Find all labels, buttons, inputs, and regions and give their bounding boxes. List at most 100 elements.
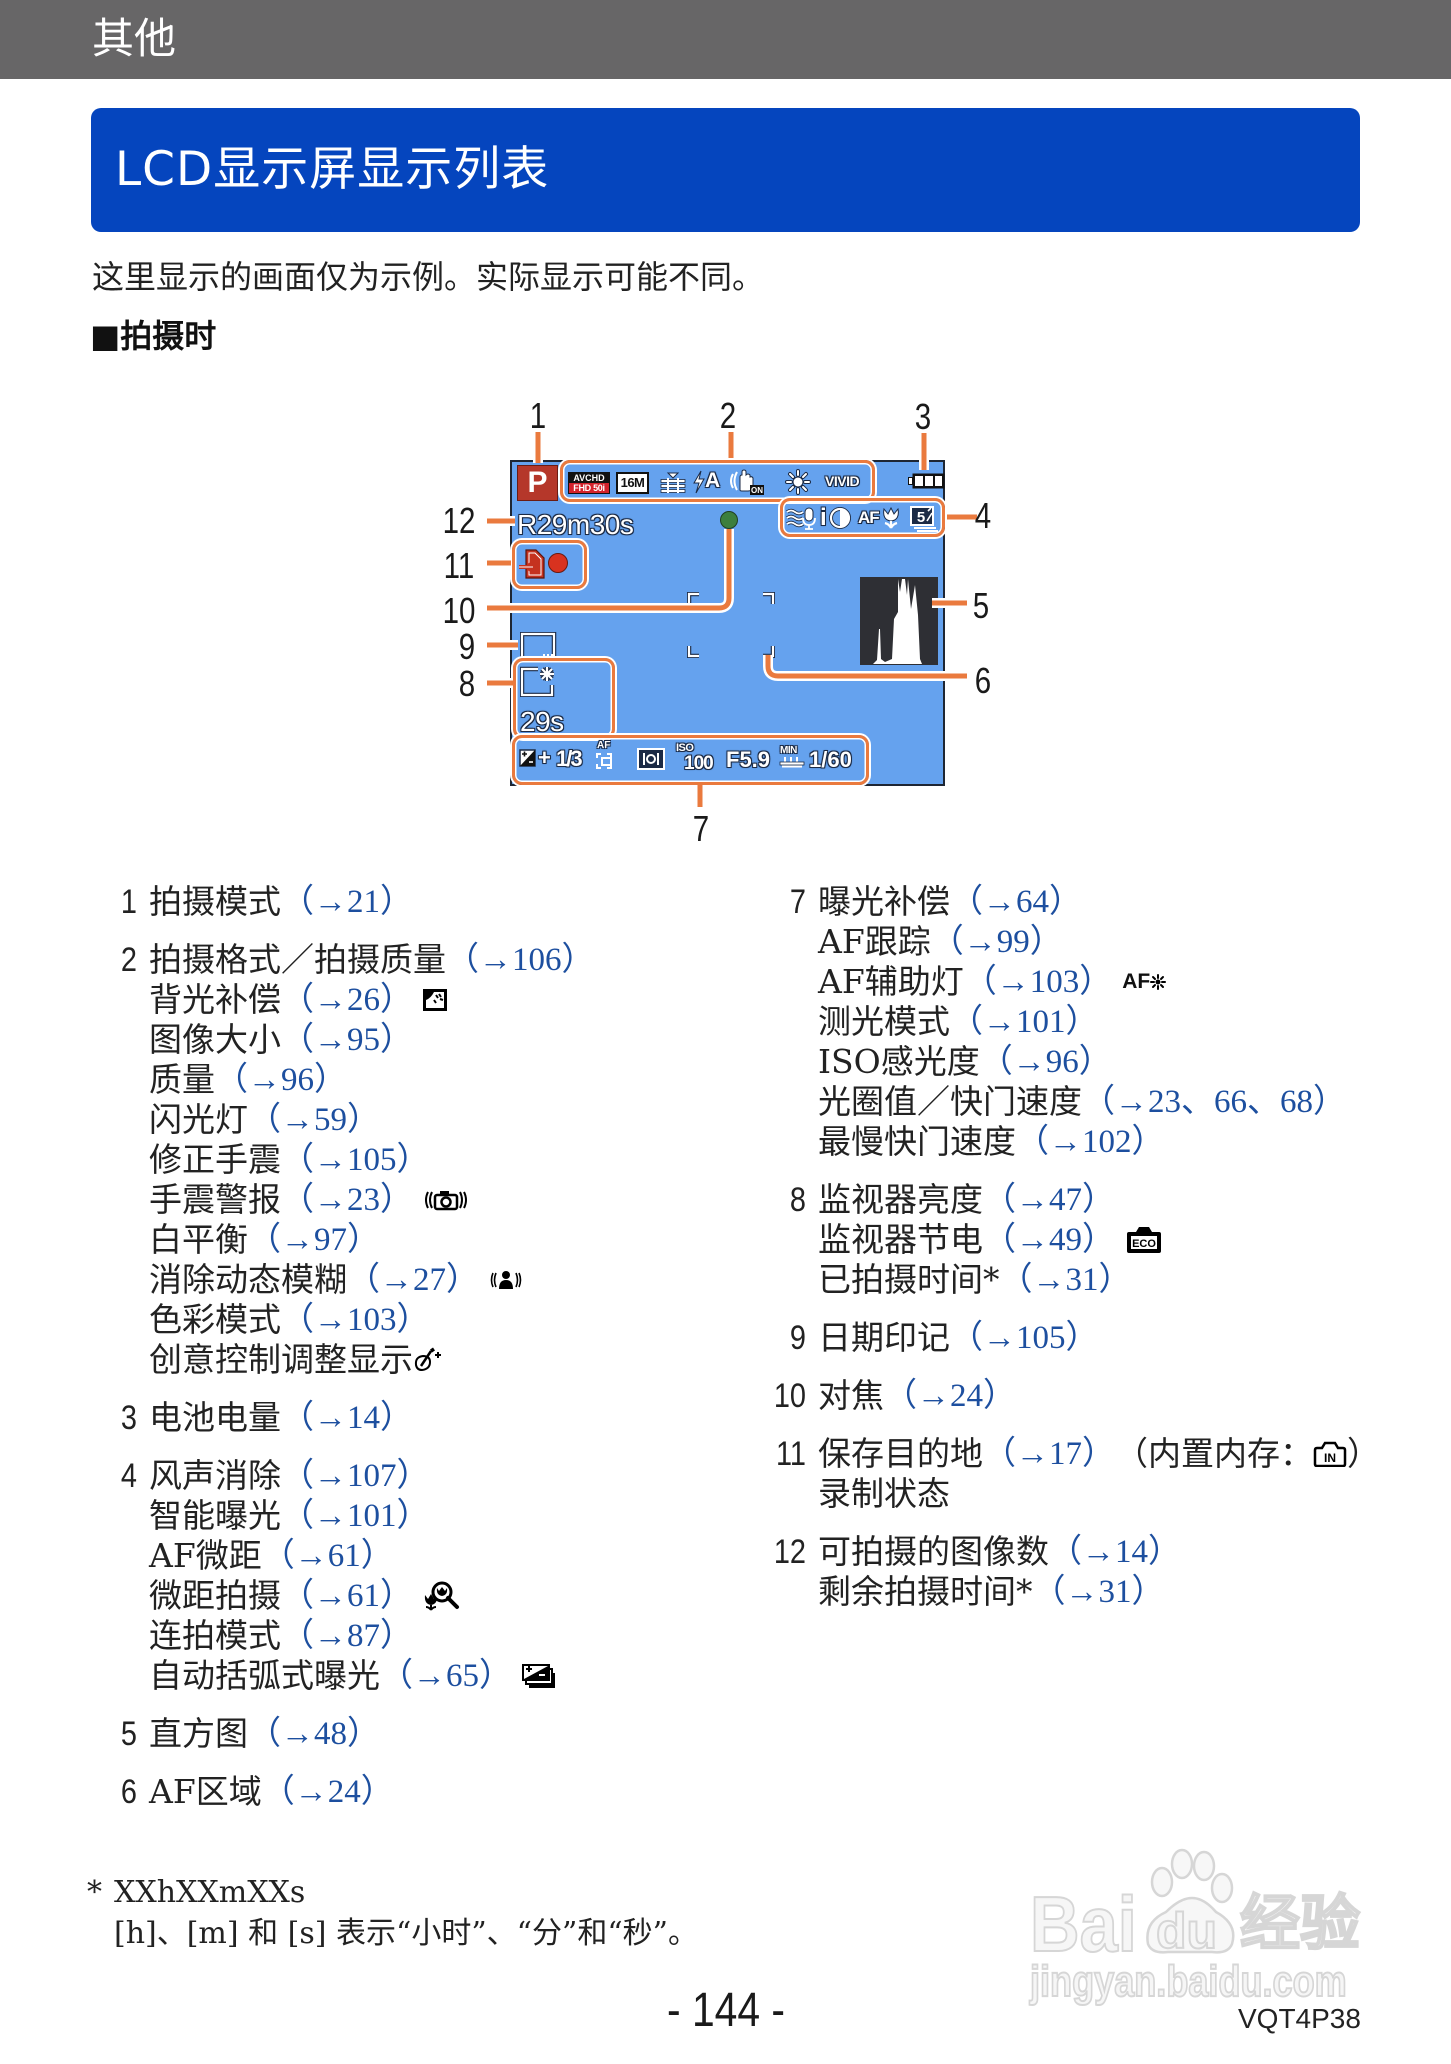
page-reference-link[interactable]: （→103）: [963, 964, 1113, 1000]
iso-label: ISO: [676, 742, 694, 754]
wind-cut-icon: [786, 507, 816, 530]
legend-line: 手震警报 （→23）: [100, 1180, 595, 1220]
page-reference-link[interactable]: （→23）: [281, 1182, 413, 1218]
starburst-icon: [1150, 974, 1167, 990]
motion-deblur-icon: [489, 1269, 523, 1291]
page-reference-link[interactable]: （→14）: [1049, 1534, 1181, 1570]
legend-group-12: 12 可拍摄的图像数 （→14） 剩余拍摄时间* （→31）: [765, 1532, 1380, 1612]
legend-label: 风声消除: [149, 1456, 281, 1495]
legend-label: 监视器亮度: [818, 1180, 983, 1219]
page-reference-link[interactable]: （→102）: [1016, 1124, 1165, 1160]
legend-label: 光圈值／快门速度: [818, 1082, 1082, 1121]
page-reference-link[interactable]: （→65）: [380, 1658, 512, 1694]
eco-icon: ECO: [1125, 1226, 1163, 1254]
exposure-value: 1/3: [556, 746, 583, 771]
page-reference-link[interactable]: （→24）: [884, 1378, 1016, 1414]
legend-number: 11: [775, 1435, 806, 1473]
quality-icon: [660, 472, 686, 493]
legend-line: 连拍模式 （→87）: [100, 1616, 595, 1656]
legend-line: 质量 （→96）: [100, 1060, 595, 1100]
legend-note: （内置内存：: [1115, 1434, 1313, 1473]
watermark-brand-left: Bai: [1029, 1880, 1138, 1968]
legend-line: 1 拍摄模式 （→21）: [100, 882, 595, 922]
legend-group-3: 3 电池电量 （→14）: [100, 1398, 595, 1438]
legend-group-2: 2 拍摄格式／拍摄质量 （→106） 背光补偿 （→26） 图像大小 （→95）…: [100, 940, 595, 1380]
legend-group-6: 6 AF区域 （→24）: [100, 1772, 595, 1812]
histogram-graph: [873, 579, 922, 664]
legend-number: 2: [120, 941, 137, 979]
legend-left-column: 1 拍摄模式 （→21） 2 拍摄格式／拍摄质量 （→106） 背光补偿 （→2…: [100, 882, 595, 1812]
legend-label: ISO感光度: [818, 1042, 980, 1081]
page-reference-link[interactable]: （→24）: [261, 1774, 394, 1810]
page-reference-link[interactable]: （→23、66、68）: [1082, 1084, 1346, 1120]
rec-format-bottom: FHD 50i: [569, 483, 609, 493]
callout-box-4: [780, 498, 945, 537]
legend-line: 图像大小 （→95）: [100, 1020, 595, 1060]
page-reference-link[interactable]: （→49）: [983, 1222, 1115, 1258]
page-title: LCD显示屏显示列表: [115, 142, 550, 197]
rec-format-top: AVCHD: [569, 473, 609, 483]
recording-state-dot: [548, 553, 568, 573]
callout-number-3: 3: [914, 396, 932, 437]
legend-line: 11 保存目的地 （→17） （内置内存： IN ）: [765, 1434, 1380, 1474]
intelligent-exposure-label: i: [820, 504, 827, 531]
page-reference-link[interactable]: （→31）: [1032, 1574, 1165, 1610]
af-assist-lamp-icon: AF: [1122, 970, 1167, 994]
page-reference-link[interactable]: （→97）: [248, 1222, 380, 1258]
page-reference-link[interactable]: （→27）: [347, 1262, 479, 1298]
legend-label: 录制状态: [818, 1474, 950, 1513]
page-reference-link[interactable]: （→107）: [281, 1458, 430, 1494]
page-reference-link[interactable]: （→99）: [930, 924, 1063, 960]
footnote-line-2: [h]、[m] 和 [s] 表示“小时”、“分”和“秒”。: [114, 1916, 699, 1951]
exposure-sign: +: [538, 745, 551, 770]
legend-line: 10 对焦 （→24）: [765, 1376, 1380, 1416]
legend-line: 白平衡 （→97）: [100, 1220, 595, 1260]
legend-label: 智能曝光: [149, 1496, 281, 1535]
page-reference-link[interactable]: （→17）: [983, 1436, 1115, 1472]
legend-label: 监视器节电: [818, 1220, 983, 1259]
legend-number: 6: [120, 1773, 137, 1811]
legend-line: 创意控制调整显示: [100, 1340, 595, 1380]
page-reference-link[interactable]: （→101）: [281, 1498, 430, 1534]
page-reference-link[interactable]: （→96）: [979, 1044, 1112, 1080]
page-reference-link[interactable]: （→105）: [281, 1142, 430, 1178]
legend-label: 质量: [149, 1060, 215, 1099]
page-reference-link[interactable]: （→103）: [281, 1302, 430, 1338]
rec-format-icon: AVCHD FHD 50i: [568, 472, 610, 494]
page-reference-link[interactable]: （→14）: [281, 1400, 413, 1436]
callout-number-11: 11: [443, 545, 475, 586]
legend-label: 色彩模式: [149, 1300, 281, 1339]
aperture-value: F5.9: [726, 747, 771, 772]
page-reference-link[interactable]: （→101）: [950, 1004, 1099, 1040]
af-frame-corner-tl: [687, 592, 699, 604]
page-reference-link[interactable]: （→96）: [215, 1062, 347, 1098]
page-reference-link[interactable]: （→61）: [281, 1578, 413, 1614]
macro-zoom-icon: [423, 1581, 461, 1611]
battery-icon: [908, 473, 945, 489]
picture-size-icon: 16M: [616, 472, 649, 494]
page-reference-link[interactable]: （→106）: [446, 942, 595, 978]
page-reference-link[interactable]: （→95）: [281, 1022, 413, 1058]
shutter-speed-value: 1/60: [809, 747, 852, 772]
built-in-memory-icon: IN: [1313, 1441, 1347, 1467]
page-reference-link[interactable]: （→26）: [281, 982, 413, 1018]
page-reference-link[interactable]: （→21）: [281, 884, 413, 920]
legend-group-7: 7 曝光补偿 （→64） AF跟踪 （→99） AF辅助灯 （→103） AF …: [765, 882, 1380, 1162]
page-reference-link[interactable]: （→61）: [261, 1538, 394, 1574]
monitor-brightness-icon: [520, 666, 555, 697]
page-reference-link[interactable]: （→105）: [950, 1320, 1099, 1356]
page-reference-link[interactable]: （→48）: [248, 1716, 380, 1752]
page-reference-link[interactable]: （→31）: [999, 1262, 1132, 1298]
page-reference-link[interactable]: （→59）: [248, 1102, 380, 1138]
legend-label: 消除动态模糊: [149, 1260, 347, 1299]
legend-line: 录制状态: [765, 1474, 1380, 1514]
section-header-bar: 其他: [0, 0, 1451, 79]
legend-line: 剩余拍摄时间* （→31）: [765, 1572, 1380, 1612]
page-reference-link[interactable]: （→64）: [950, 884, 1082, 920]
legend-line: 8 监视器亮度 （→47）: [765, 1180, 1380, 1220]
callout-number-2: 2: [719, 395, 737, 436]
intelligent-exposure-icon: [829, 507, 851, 529]
histogram: [860, 577, 938, 665]
page-reference-link[interactable]: （→47）: [983, 1182, 1115, 1218]
page-reference-link[interactable]: （→87）: [281, 1618, 413, 1654]
